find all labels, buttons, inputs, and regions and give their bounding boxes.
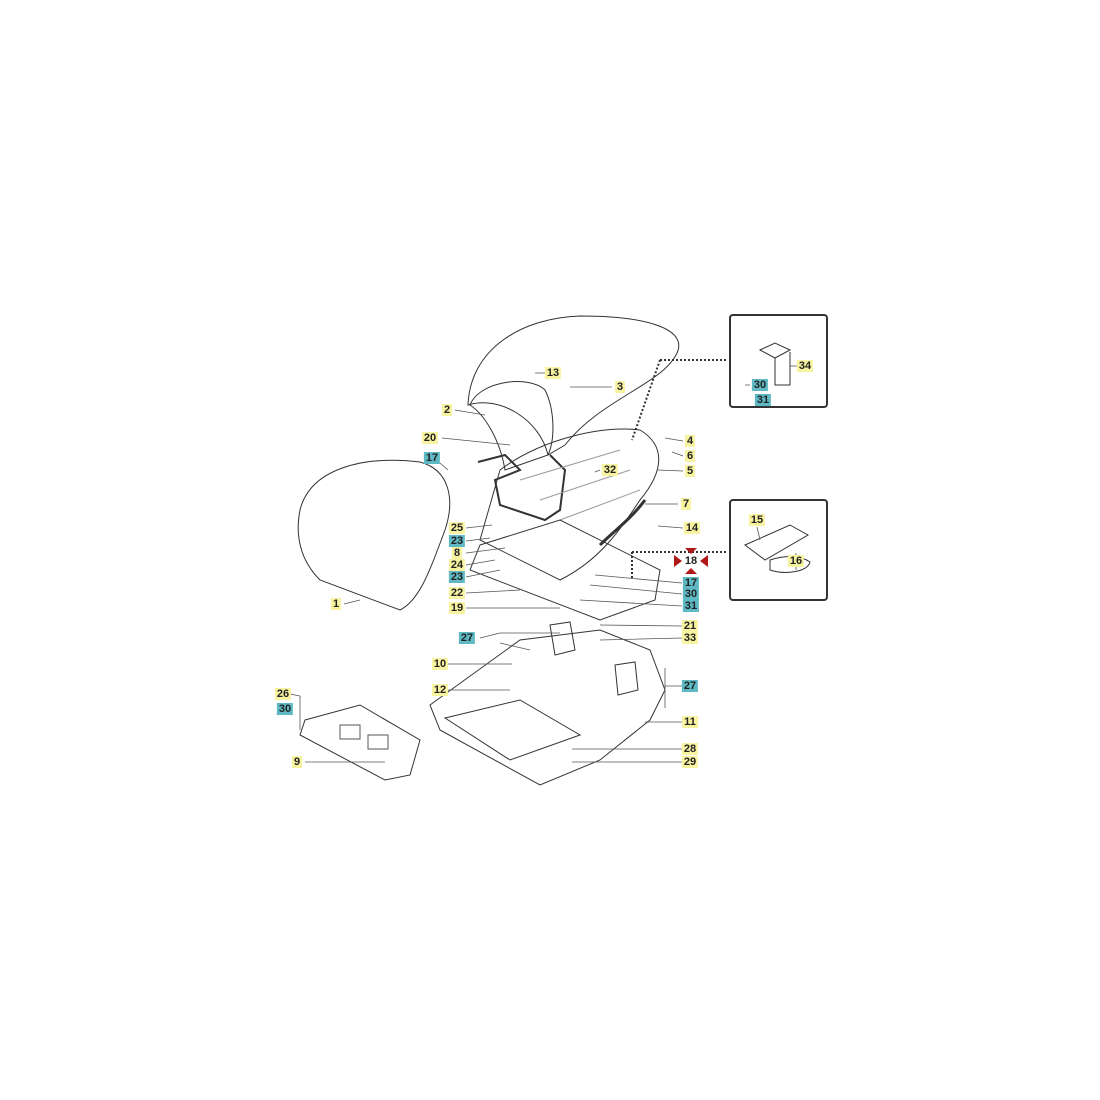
part-label[interactable]: 31 (754, 394, 772, 406)
part-label[interactable]: 10 (431, 658, 449, 670)
part-label-highlighted[interactable]: 18 (684, 555, 698, 567)
part-label[interactable]: 32 (601, 464, 619, 476)
part-seal-strip (598, 499, 647, 547)
part-label[interactable]: 16 (787, 555, 805, 567)
part-label[interactable]: 15 (748, 514, 766, 526)
part-label[interactable]: 24 (448, 559, 466, 571)
part-label[interactable]: 28 (681, 743, 699, 755)
part-label[interactable]: 6 (684, 450, 696, 462)
part-label[interactable]: 17 (682, 577, 700, 589)
inset-box-bottom (729, 499, 828, 601)
part-frame (477, 453, 567, 522)
part-bottom-window (443, 699, 582, 761)
part-vent-left (549, 621, 576, 656)
part-tray (469, 519, 661, 621)
part-label[interactable]: 14 (683, 522, 701, 534)
part-seat-back (467, 315, 680, 456)
part-label[interactable]: 29 (681, 756, 699, 768)
part-label[interactable]: 27 (681, 680, 699, 692)
part-label[interactable]: 11 (682, 716, 698, 728)
part-label[interactable]: 23 (448, 571, 466, 583)
part-label[interactable]: 9 (291, 756, 303, 768)
part-label[interactable]: 25 (448, 522, 466, 534)
part-label[interactable]: 1 (330, 598, 342, 610)
part-left-cover (297, 459, 451, 611)
part-label[interactable]: 34 (796, 360, 814, 372)
part-cushion (469, 381, 554, 471)
part-label[interactable]: 22 (448, 587, 466, 599)
part-label[interactable]: 30 (682, 588, 700, 600)
part-label[interactable]: 30 (751, 379, 769, 391)
part-label[interactable]: 2 (441, 404, 453, 416)
part-label[interactable]: 17 (423, 452, 441, 464)
part-label[interactable]: 3 (614, 381, 626, 393)
part-label[interactable]: 12 (431, 684, 449, 696)
part-label[interactable]: 30 (276, 703, 294, 715)
highlight-marker-18 (674, 548, 708, 574)
inset-box-top (729, 314, 828, 408)
part-vent-right (614, 661, 639, 696)
part-main-body (479, 428, 660, 581)
part-label[interactable]: 13 (544, 367, 562, 379)
part-label[interactable]: 31 (682, 600, 700, 612)
part-label[interactable]: 33 (681, 632, 699, 644)
part-label[interactable]: 8 (451, 547, 463, 559)
part-label[interactable]: 20 (421, 432, 439, 444)
part-label[interactable]: 21 (681, 620, 699, 632)
part-label[interactable]: 5 (684, 465, 696, 477)
part-label[interactable]: 4 (684, 435, 696, 447)
part-label[interactable]: 7 (680, 498, 692, 510)
part-label[interactable]: 19 (448, 602, 466, 614)
part-plate (299, 704, 421, 781)
part-label[interactable]: 26 (274, 688, 292, 700)
part-label[interactable]: 23 (448, 535, 466, 547)
part-label[interactable]: 27 (458, 632, 476, 644)
part-bottom-shell (429, 629, 666, 786)
